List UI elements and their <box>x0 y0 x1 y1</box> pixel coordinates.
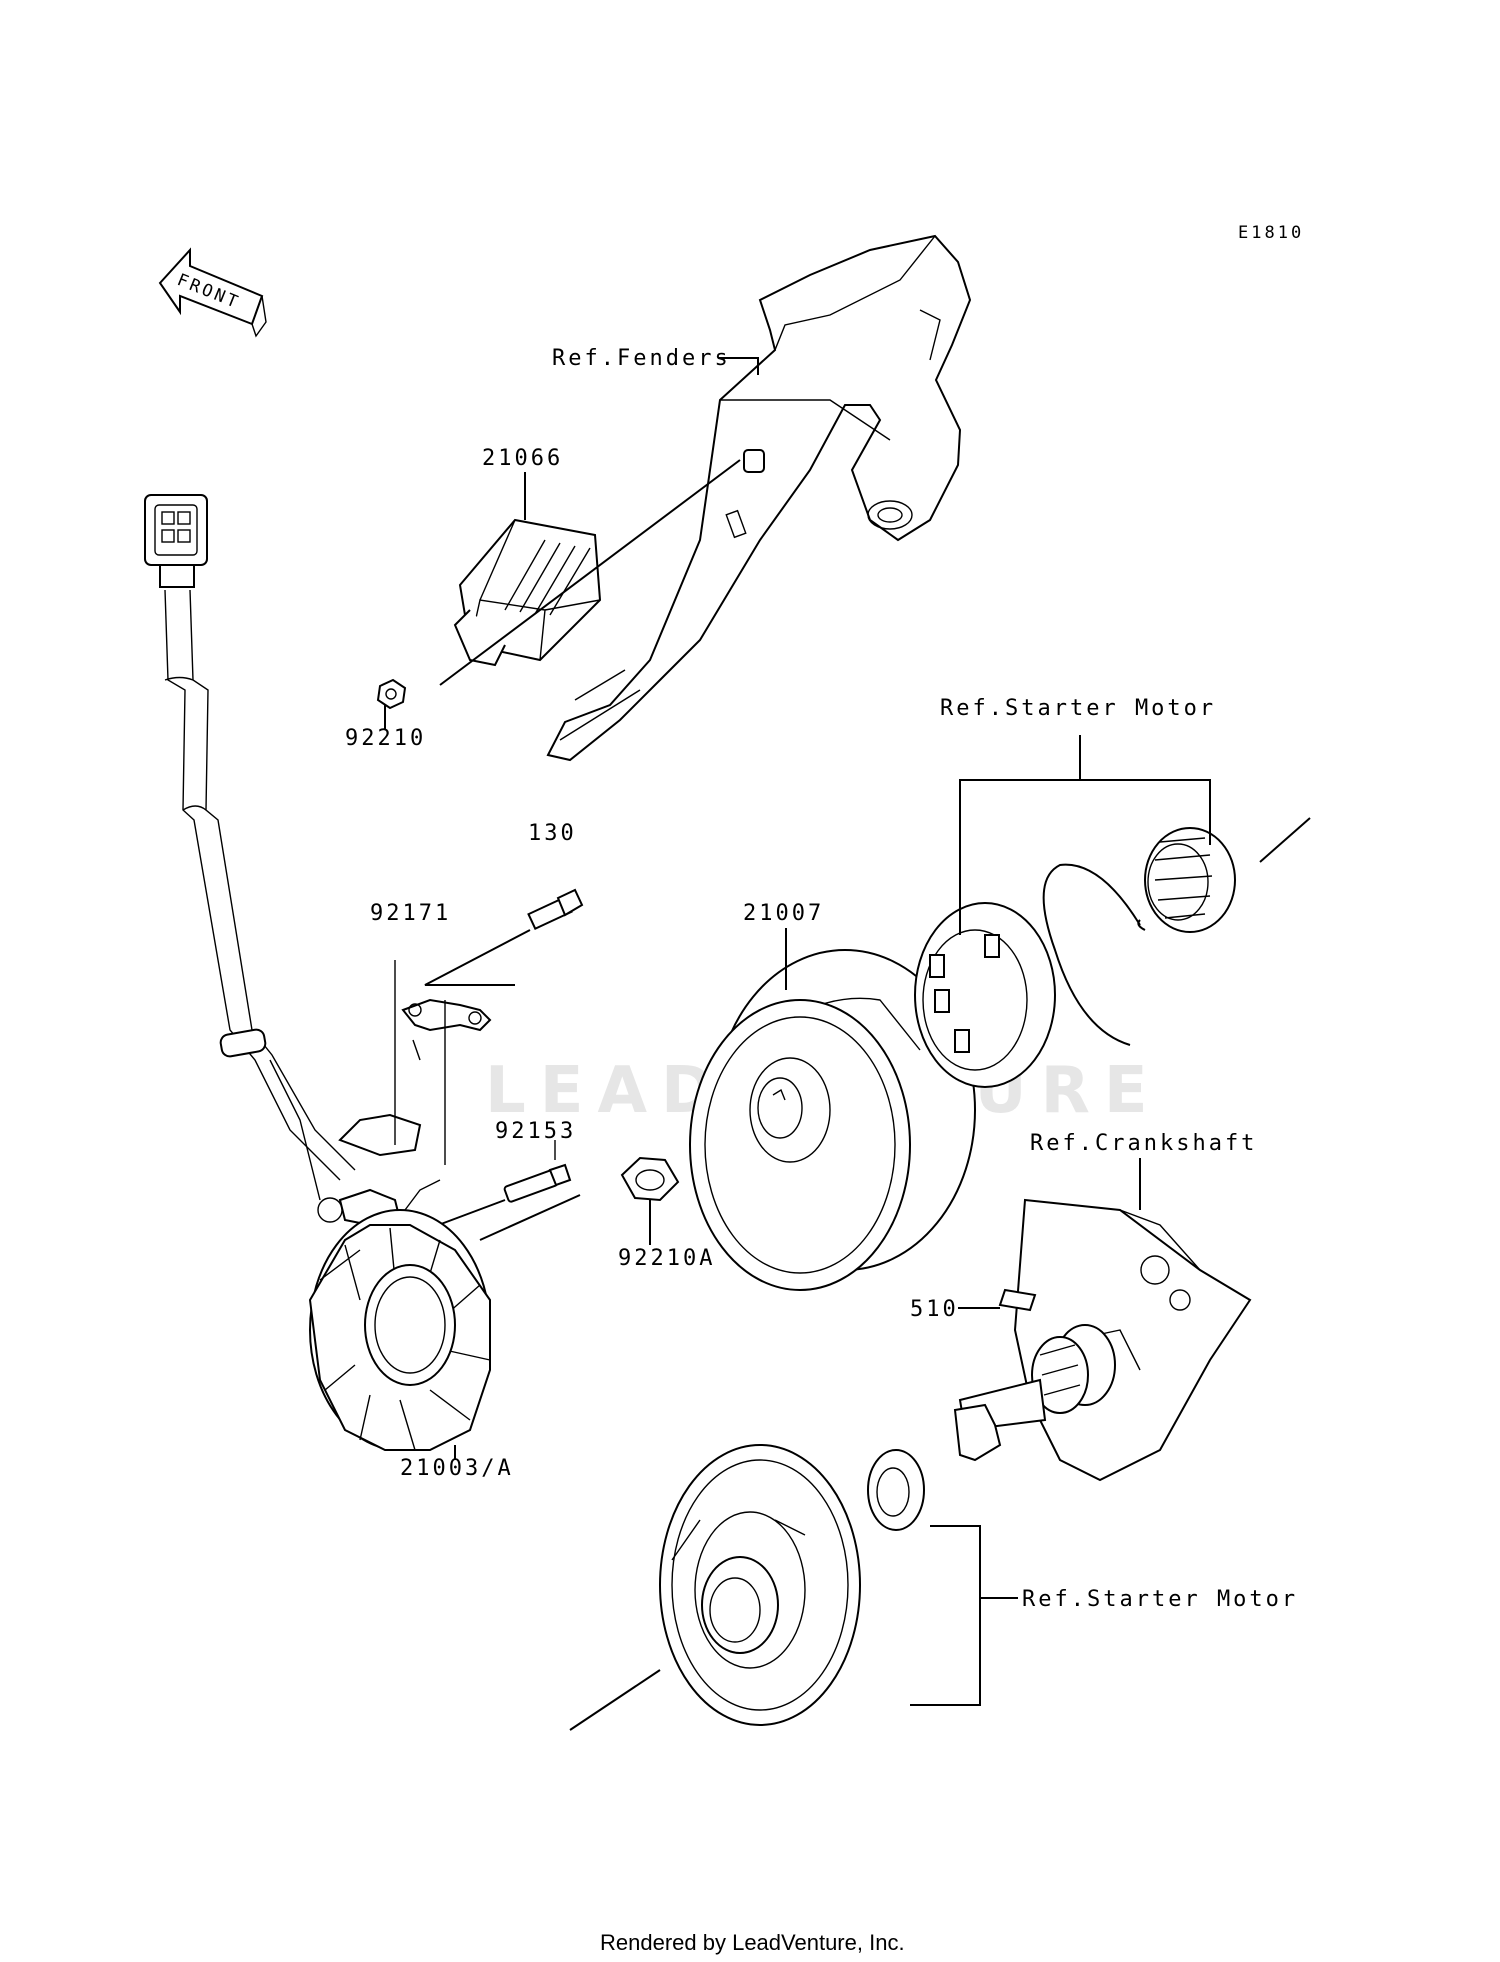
label-510: 510 <box>910 1297 959 1322</box>
label-92171: 92171 <box>370 901 451 926</box>
fender-bracket <box>546 234 972 762</box>
rotor-21007 <box>689 949 976 1291</box>
circlip <box>1042 863 1146 1046</box>
starter-gear <box>569 1444 861 1731</box>
front-arrow-icon: FRONT <box>158 247 267 338</box>
starter-clutch <box>914 902 1056 1088</box>
label-92210: 92210 <box>345 726 426 751</box>
bracket-starter-bottom <box>910 1525 981 1706</box>
label-ref-crankshaft: Ref.Crankshaft <box>1030 1131 1257 1156</box>
bolt-130 <box>394 888 584 1165</box>
clamp-92171 <box>317 998 492 1227</box>
needle-bearing <box>1144 817 1311 933</box>
crankshaft <box>953 1198 1252 1482</box>
footer-credit: Rendered by LeadVenture, Inc. <box>600 1930 905 1955</box>
washer <box>867 1449 925 1531</box>
label-92153: 92153 <box>495 1119 576 1144</box>
leader-regulator-bolt <box>439 459 741 686</box>
regulator-21066 <box>376 518 602 710</box>
label-ref-starter-motor-top: Ref.Starter Motor <box>940 696 1216 721</box>
stator-cable <box>144 494 356 1201</box>
label-21003A: 21003/A <box>400 1456 514 1481</box>
stator-21003A <box>308 1209 491 1451</box>
leader-fenders <box>718 357 759 375</box>
label-ref-fenders: Ref.Fenders <box>552 346 731 371</box>
bolt-92153 <box>424 1140 572 1231</box>
diagram-code: E1810 <box>1238 223 1304 243</box>
label-92210A: 92210A <box>618 1246 715 1271</box>
label-ref-starter-motor-bottom: Ref.Starter Motor <box>1022 1587 1298 1612</box>
bracket-starter-top <box>959 779 1211 935</box>
label-130: 130 <box>528 821 577 846</box>
label-21007: 21007 <box>743 901 824 926</box>
label-21066: 21066 <box>482 446 563 471</box>
